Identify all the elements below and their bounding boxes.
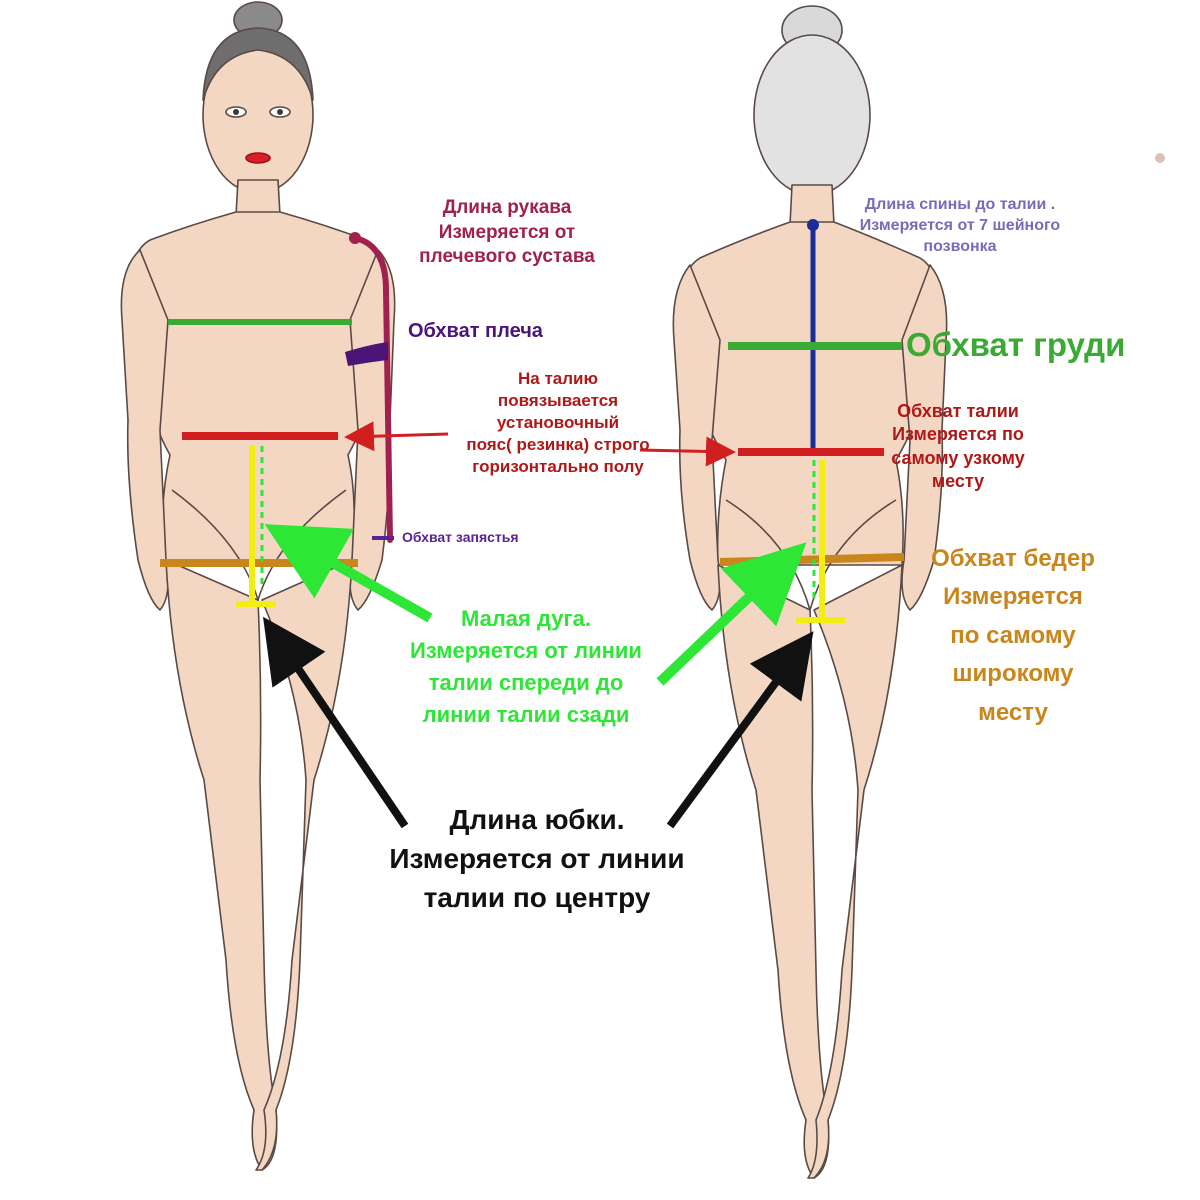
front-lips [245, 152, 271, 164]
back-figure [672, 5, 948, 1179]
back-left-leg [717, 564, 830, 1179]
sleeve-length-line [352, 235, 393, 543]
back-right-leg [807, 564, 903, 1179]
belt-arrow-back [639, 436, 736, 467]
small-arc-arrow-front [264, 524, 433, 623]
chest-label: Обхват груди [906, 326, 1126, 363]
belt-arrow-front [344, 421, 449, 452]
sleeve-label: Длина рукава Измеряется от плечевого сус… [419, 197, 595, 268]
waist-label: Обхват талии Измеряется по самому узкому… [891, 401, 1025, 492]
skirt-arrow-back [666, 631, 814, 829]
back-length-label: Длина спины до талии . Измеряется от 7 ш… [859, 196, 1061, 255]
front-torso [129, 211, 387, 561]
hips-line-back [719, 553, 905, 566]
belt-label: На талию повязывается установочный пояс(… [466, 369, 650, 477]
hips-label: Обхват бедер Измеряется по самому широко… [931, 545, 1095, 726]
back-neck [789, 184, 835, 226]
back-underwear [725, 499, 897, 611]
back-torso [681, 221, 939, 566]
back-head [753, 34, 871, 196]
front-neck [235, 179, 281, 216]
small-arc-label: Малая дуга. Измеряется от линии талии сп… [410, 606, 642, 727]
wrist-label: Обхват запястья [402, 529, 519, 545]
front-figure [120, 1, 396, 1171]
skirt-label: Длина юбки. Измеряется от линии талии по… [389, 804, 685, 914]
skirt-arrow-front [263, 616, 409, 829]
front-left-leg [165, 559, 278, 1171]
small-arc-arrow-back [656, 542, 807, 686]
back-right-arm [901, 264, 948, 611]
front-hair [202, 27, 314, 101]
shoulder-girth-line [345, 342, 388, 366]
shoulder-label: Обхват плеча [408, 320, 543, 342]
front-underwear [171, 489, 347, 601]
